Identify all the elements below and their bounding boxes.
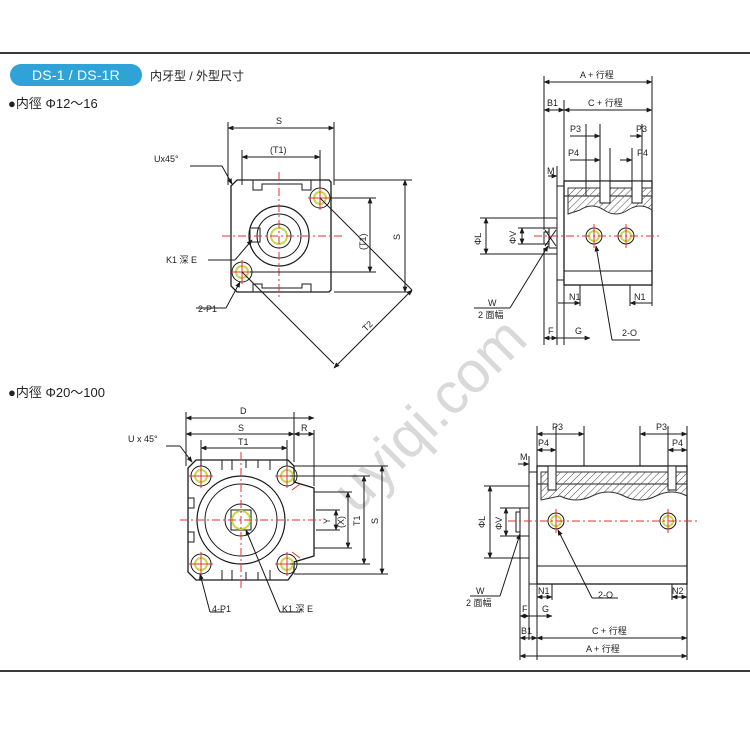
dim-t1-side-2: T1 <box>352 515 362 526</box>
dim-s-top-1: S <box>276 116 282 126</box>
section1-title: ●内徑 Φ12～16 <box>8 96 98 111</box>
dim-p4-a-1: P4 <box>568 148 579 158</box>
page-title: 内牙型 / 外型尺寸 <box>150 69 245 83</box>
dim-p3-b-2: P3 <box>656 422 667 432</box>
dim-p3-b-1: P3 <box>636 124 647 134</box>
dim-t2-1: T2 <box>360 319 375 334</box>
dim-n1-a-1: N1 <box>569 292 581 302</box>
dim-a-stroke-1: A + 行程 <box>580 69 614 80</box>
label-2-o-1: 2-O <box>622 328 637 338</box>
dim-s-top-2: S <box>238 423 244 433</box>
dim-p4-a-2: P4 <box>538 438 549 448</box>
dim-s-side-1: S <box>392 234 402 240</box>
dim-g-2: G <box>542 604 549 614</box>
dim-g-1: G <box>575 326 582 336</box>
dim-p4-b-1: P4 <box>637 148 648 158</box>
front-view-small <box>190 122 413 369</box>
bottom-rule <box>0 670 750 672</box>
label-u-chamfer-1: Ux45° <box>154 154 179 164</box>
dim-b1-2: B1 <box>521 626 532 636</box>
dim-c-stroke-2: C + 行程 <box>592 625 627 636</box>
side-view-large <box>470 426 697 660</box>
label-k1-1: K1 深 E <box>166 255 197 265</box>
dim-t1-top-2: T1 <box>238 437 249 447</box>
dim-m-2: M <box>520 452 528 462</box>
dim-phi-v-1: ΦV <box>508 231 518 244</box>
dim-phi-l-2: ΦL <box>477 516 487 528</box>
dim-phi-v-2: ΦV <box>494 517 504 530</box>
dim-n2-2: N2 <box>672 586 684 596</box>
dim-t1-top-1: (T1) <box>270 145 287 155</box>
label-2-o-2: 2-O <box>598 590 613 600</box>
dim-w-2: W <box>476 586 485 596</box>
dim-b1-1: B1 <box>547 98 558 108</box>
dim-w-flats-2: 2 面幅 <box>466 597 492 608</box>
dim-w-1: W <box>488 298 497 308</box>
dim-y-2: Y <box>322 518 332 524</box>
dim-phi-l-1: ΦL <box>473 233 483 245</box>
dim-f-1: F <box>548 326 554 336</box>
front-view-large <box>166 412 388 613</box>
section2-title: ●内徑 Φ20～100 <box>8 385 105 400</box>
dim-p3-a-2: P3 <box>552 422 563 432</box>
label-p1-1: 2-P1 <box>198 304 217 314</box>
watermark-text: uyiqi.com <box>320 305 539 524</box>
dim-a-stroke-2: A + 行程 <box>586 643 620 654</box>
label-p1-2: 4-P1 <box>212 604 231 614</box>
dim-c-stroke-1: C + 行程 <box>588 97 623 108</box>
label-u-chamfer-2: U x 45° <box>128 434 158 444</box>
side-view-small <box>474 76 662 345</box>
label-k1-2: K1 深 E <box>282 604 313 614</box>
dim-n1-2: N1 <box>538 586 550 596</box>
dim-n1-b-1: N1 <box>634 292 646 302</box>
dim-r-2: R <box>301 423 308 433</box>
dim-t1-side-1: (T1) <box>358 234 368 251</box>
dim-x-2: (X) <box>336 516 346 528</box>
top-rule <box>0 52 750 54</box>
dim-d-2: D <box>240 406 247 416</box>
dim-m-1: M <box>547 166 555 176</box>
dim-f-2: F <box>522 604 528 614</box>
dim-p4-b-2: P4 <box>672 438 683 448</box>
model-badge: DS-1 / DS-1R <box>10 64 142 86</box>
dim-p3-a-1: P3 <box>570 124 581 134</box>
dim-w-flats-1: 2 面幅 <box>478 309 504 320</box>
dim-s-side-2: S <box>370 518 380 524</box>
